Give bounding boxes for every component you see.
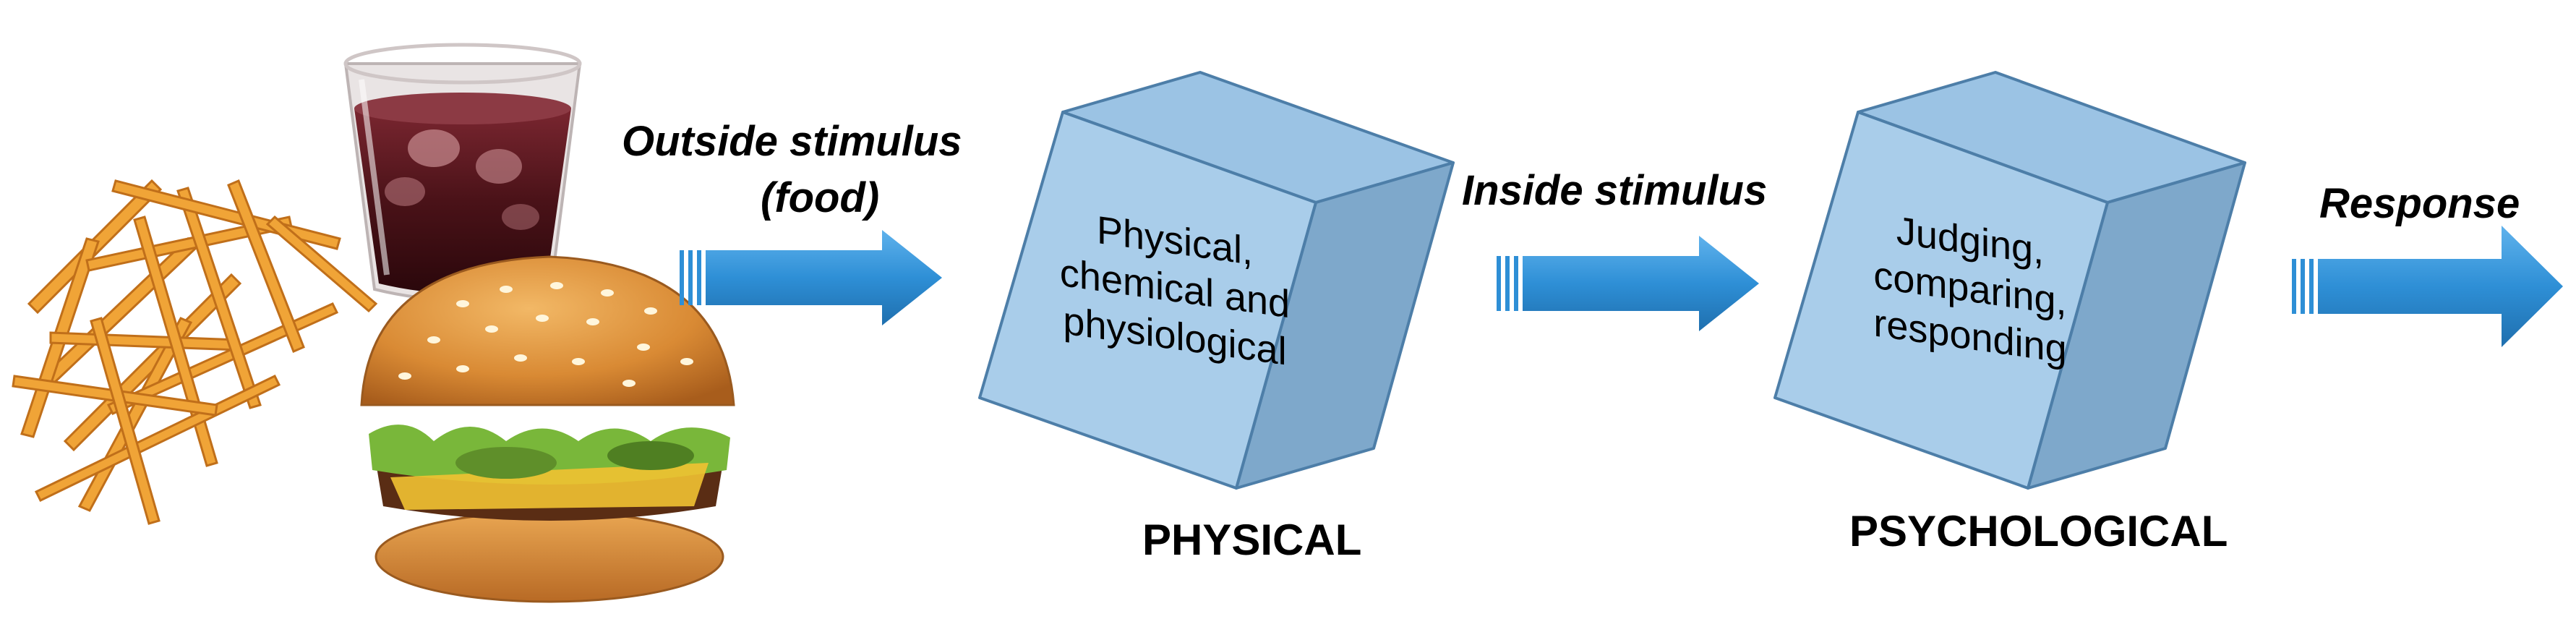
arrow-inside-stimulus <box>1497 236 1759 331</box>
arrow-outside-stimulus <box>680 230 942 325</box>
box-psychological-cube <box>1773 71 2246 490</box>
arrow-response <box>2292 226 2563 347</box>
label-outside-stimulus: Outside stimulus <box>622 118 962 165</box>
box-physical-cube <box>978 71 1455 490</box>
caption-physical: PHYSICAL <box>1142 516 1362 564</box>
label-inside-stimulus: Inside stimulus <box>1462 167 1768 214</box>
french-fries-icon <box>12 179 378 525</box>
cola-glass-icon <box>343 43 582 302</box>
hamburger-icon <box>360 255 735 603</box>
caption-psychological: PSYCHOLOGICAL <box>1849 507 2228 555</box>
label-response: Response <box>2319 180 2520 227</box>
food-illustration <box>12 43 735 603</box>
label-outside-stimulus-food: (food) <box>761 174 880 221</box>
